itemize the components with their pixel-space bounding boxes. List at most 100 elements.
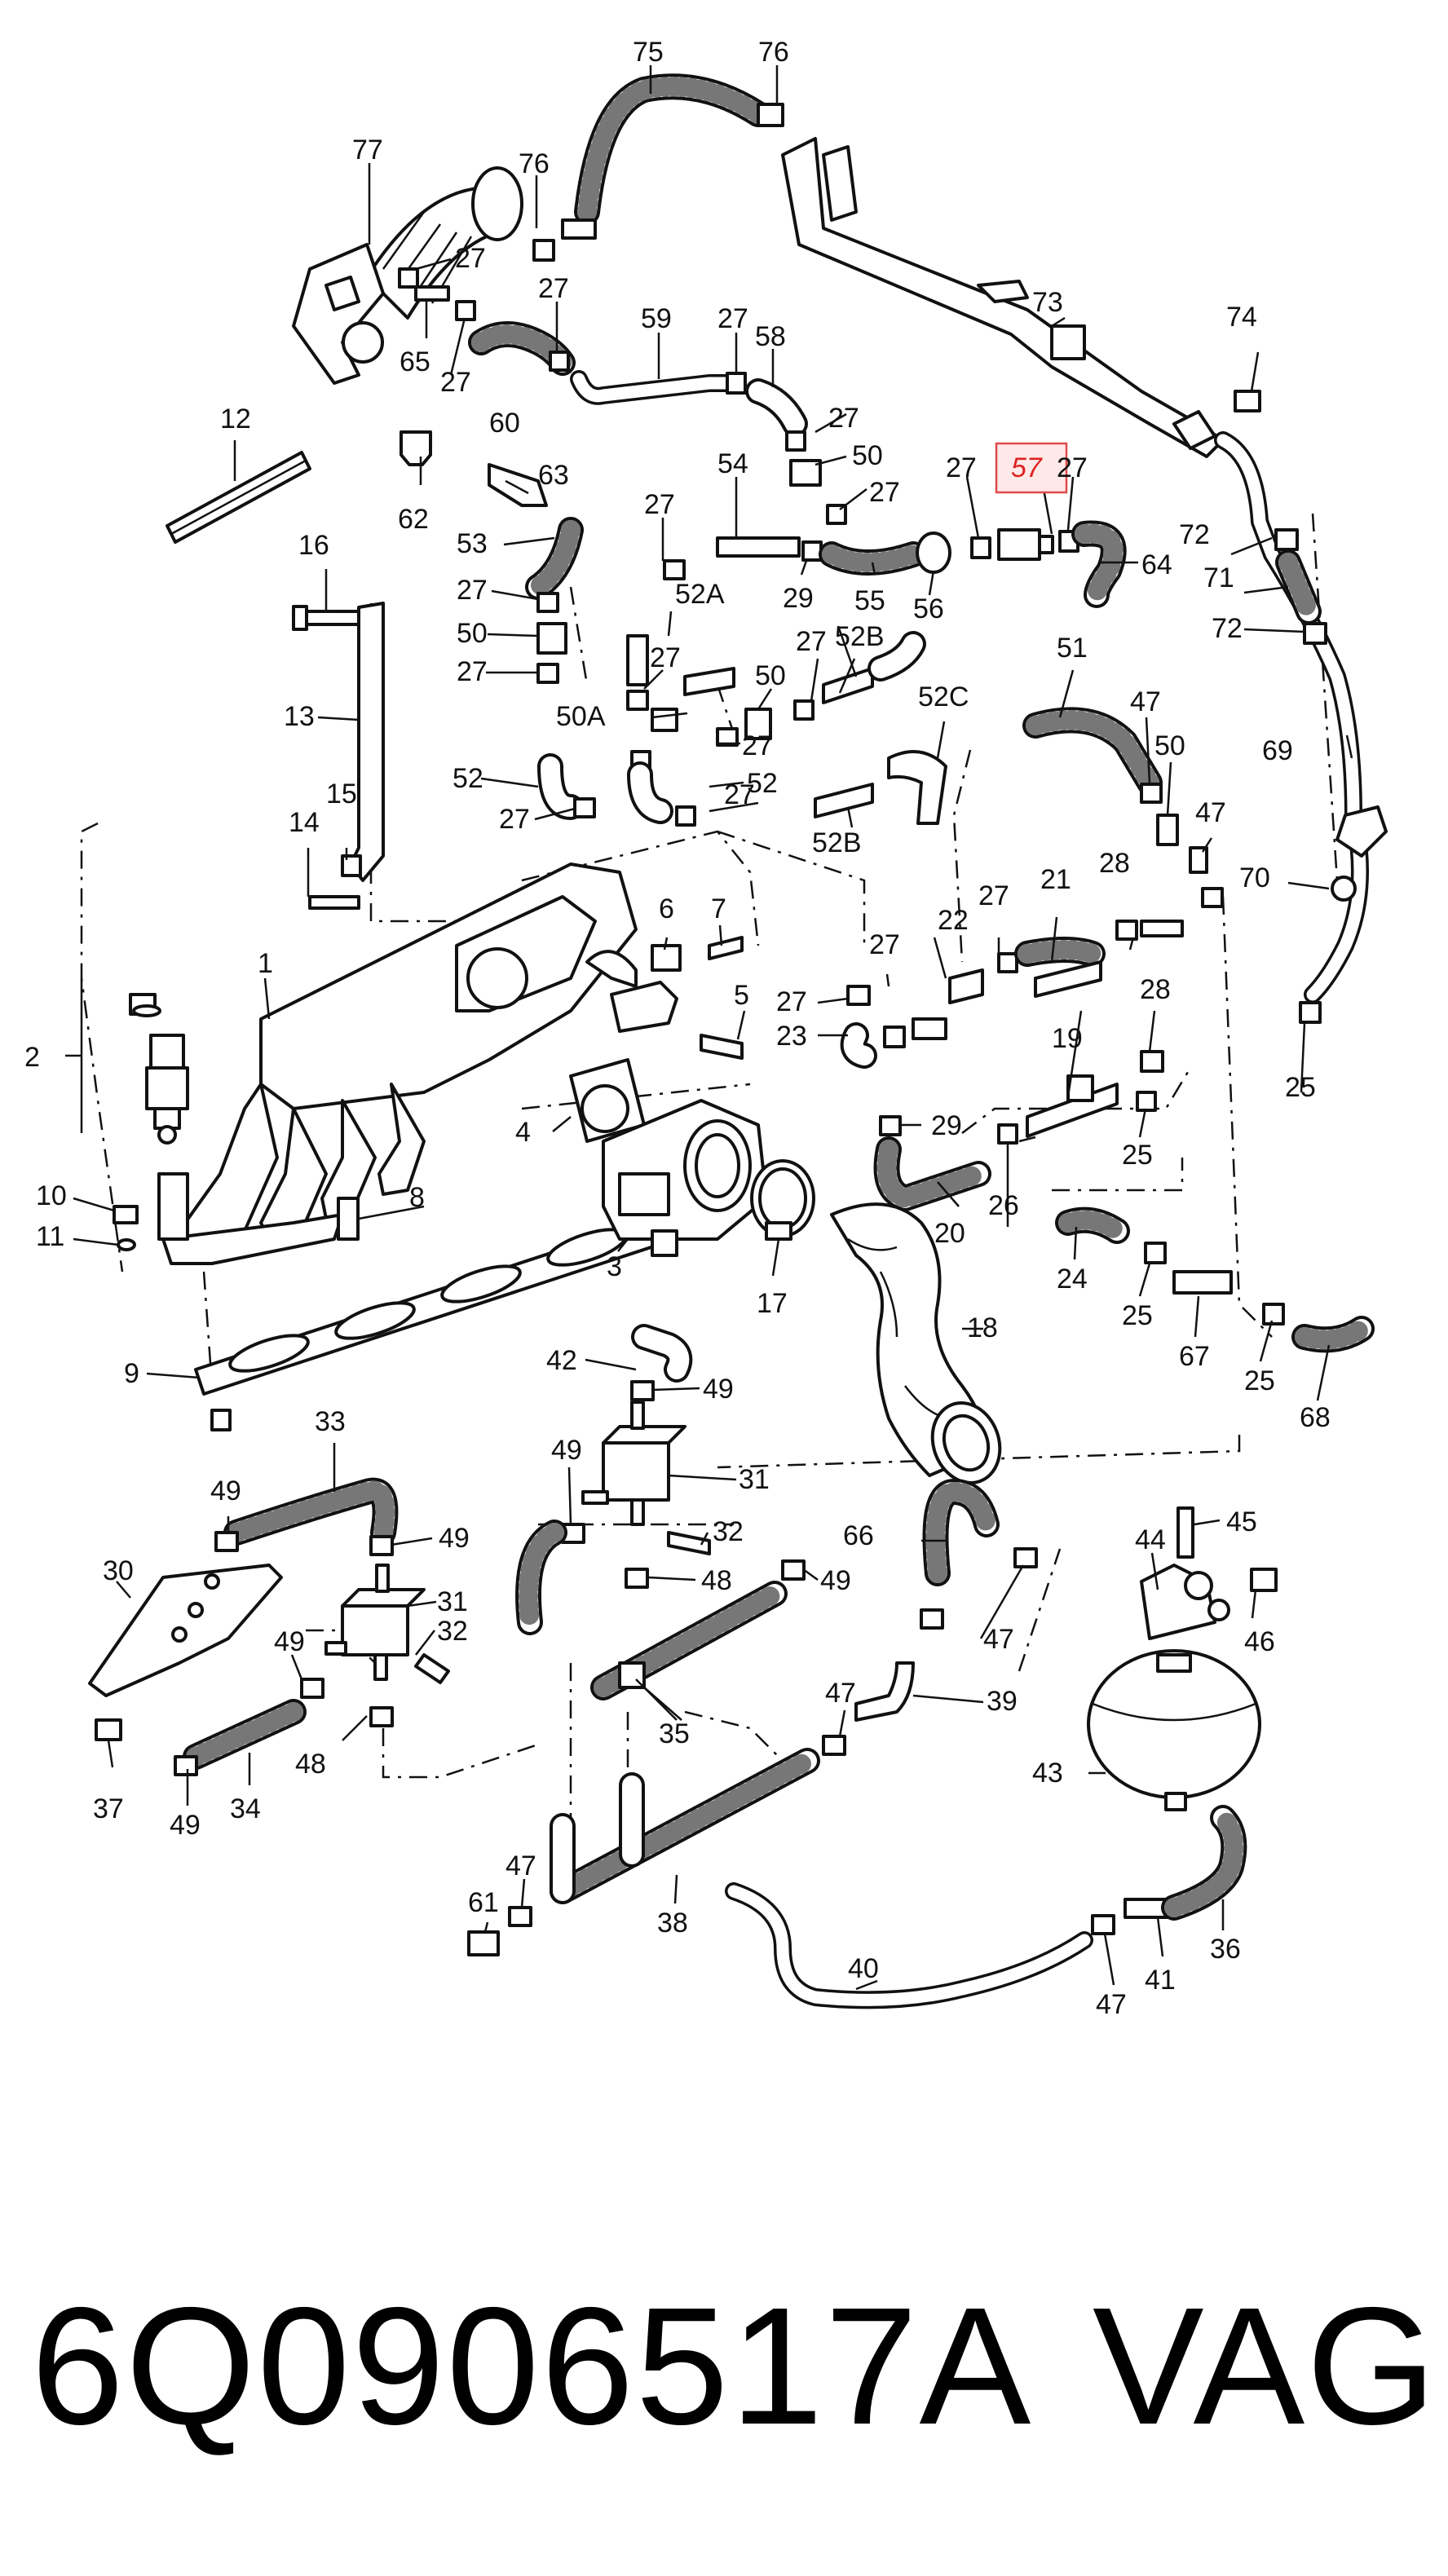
svg-text:50: 50 — [1154, 730, 1185, 761]
clip-29-b — [879, 1115, 902, 1136]
svg-text:2: 2 — [24, 1042, 40, 1073]
svg-text:21: 21 — [1040, 864, 1071, 895]
svg-text:65: 65 — [400, 346, 430, 377]
svg-text:12: 12 — [220, 404, 251, 434]
bolt-65 — [414, 285, 450, 302]
svg-text:27: 27 — [457, 575, 488, 606]
brand-caption: VAG — [1093, 2273, 1438, 2459]
solenoid-31-left — [341, 1604, 409, 1656]
svg-text:55: 55 — [854, 585, 885, 616]
svg-text:26: 26 — [988, 1190, 1019, 1221]
clip-49-c — [781, 1559, 806, 1581]
svg-text:25: 25 — [1285, 1072, 1316, 1103]
svg-text:48: 48 — [295, 1749, 326, 1780]
bolt-16 — [302, 610, 362, 626]
sensor-6 — [610, 981, 678, 1033]
svg-text:23: 23 — [776, 1021, 807, 1052]
svg-text:47: 47 — [1130, 686, 1161, 717]
hose-36 — [1161, 1805, 1247, 1921]
svg-text:16: 16 — [298, 530, 329, 561]
throttle-body-3 — [602, 1099, 768, 1257]
top-hose-75 — [574, 73, 771, 225]
svg-text:73: 73 — [1032, 287, 1063, 318]
svg-text:49: 49 — [439, 1523, 470, 1554]
pipe-52A-a — [626, 634, 649, 686]
clamp-17-inner — [758, 1167, 807, 1229]
svg-text:27: 27 — [650, 642, 681, 673]
clip-47-a — [1140, 783, 1163, 804]
clip-27-m — [626, 690, 649, 711]
svg-text:27: 27 — [796, 626, 827, 657]
svg-text:37: 37 — [93, 1793, 124, 1824]
svg-text:20: 20 — [934, 1218, 965, 1249]
svg-text:58: 58 — [755, 321, 786, 352]
svg-text:68: 68 — [1300, 1402, 1331, 1433]
svg-text:24: 24 — [1057, 1264, 1088, 1295]
part-number-caption: 6Q0906517A — [31, 2273, 1033, 2459]
clip-47-mid — [822, 1735, 846, 1756]
svg-text:52: 52 — [747, 768, 778, 799]
svg-text:28: 28 — [1140, 974, 1171, 1005]
svg-text:75: 75 — [633, 37, 664, 68]
hose-52-left — [537, 753, 584, 820]
valve-50-mid — [744, 708, 772, 740]
svg-text:25: 25 — [1122, 1140, 1153, 1171]
svg-text:56: 56 — [913, 593, 944, 624]
bolt-32-center — [667, 1531, 711, 1555]
pipe-40 — [725, 1882, 1093, 2009]
bolt-74 — [1234, 390, 1261, 412]
bolt-5 — [700, 1034, 744, 1060]
svg-text:71: 71 — [1203, 562, 1234, 593]
clamp-56 — [916, 532, 951, 574]
solenoid-31-left-top — [341, 1588, 426, 1608]
clip-27-g — [536, 592, 559, 613]
svg-text:59: 59 — [641, 303, 672, 334]
svg-text:49: 49 — [274, 1626, 305, 1657]
bracket-13 — [349, 602, 385, 882]
clip-29 — [801, 540, 823, 562]
svg-text:76: 76 — [519, 148, 550, 179]
svg-text:50: 50 — [852, 440, 883, 471]
intake-manifold-1 — [157, 862, 638, 1265]
svg-text:27: 27 — [776, 986, 807, 1017]
svg-text:15: 15 — [326, 779, 357, 809]
svg-text:17: 17 — [757, 1288, 788, 1319]
hose-71 — [1275, 549, 1322, 624]
clip-25-d — [1299, 1001, 1322, 1024]
bolt-32-left — [414, 1653, 450, 1684]
svg-text:27: 27 — [440, 367, 471, 398]
svg-text:13: 13 — [284, 701, 315, 732]
svg-text:52B: 52B — [812, 827, 862, 858]
svg-text:40: 40 — [848, 1953, 879, 1984]
svg-text:4: 4 — [515, 1117, 531, 1148]
svg-text:27: 27 — [717, 303, 748, 334]
svg-text:10: 10 — [36, 1180, 67, 1211]
clip-49-d — [214, 1531, 239, 1552]
svg-text:47: 47 — [505, 1850, 536, 1881]
hose-clip-76 — [757, 103, 784, 127]
svg-text:49: 49 — [551, 1435, 582, 1466]
svg-text:51: 51 — [1057, 633, 1088, 664]
svg-text:70: 70 — [1239, 862, 1270, 893]
svg-text:27: 27 — [1057, 452, 1088, 483]
valve-50-top — [789, 459, 822, 487]
bolt-8 — [337, 1197, 360, 1241]
svg-text:50: 50 — [755, 660, 786, 691]
washer-11 — [117, 1238, 136, 1251]
svg-text:31: 31 — [739, 1464, 770, 1495]
hose-23 — [840, 1022, 877, 1069]
svg-text:49: 49 — [703, 1374, 734, 1405]
hose-55 — [819, 541, 926, 576]
clip-27-t — [883, 1026, 906, 1048]
svg-text:54: 54 — [717, 448, 748, 479]
clip-27-i — [573, 797, 596, 818]
svg-text:50A: 50A — [556, 701, 606, 732]
clip-27-b — [455, 300, 476, 321]
clip-49-e — [369, 1535, 394, 1556]
cap-61 — [467, 1930, 500, 1956]
clip-47-e — [1091, 1914, 1115, 1935]
clip-48-center — [625, 1568, 649, 1589]
svg-text:27: 27 — [946, 452, 977, 483]
svg-text:14: 14 — [289, 807, 320, 838]
svg-text:36: 36 — [1210, 1934, 1241, 1965]
